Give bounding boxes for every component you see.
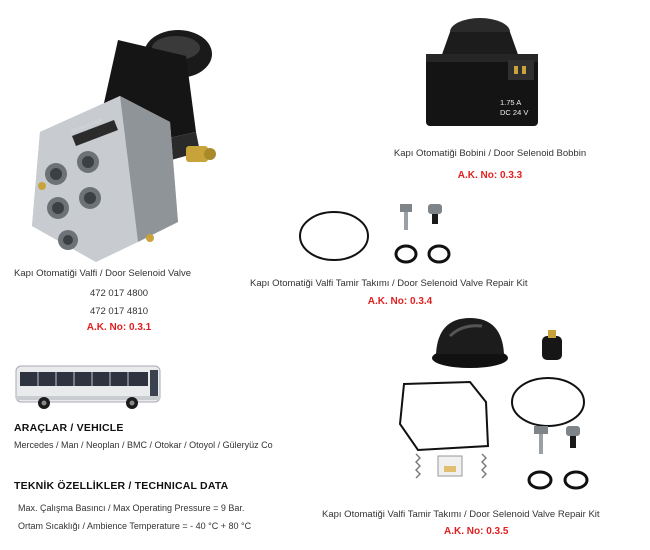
valve-code: A.K. No: 0.3.1	[86, 322, 152, 333]
repair-kit-small-image	[296, 198, 476, 270]
vehicle-heading: ARAÇLAR / VEHICLE	[14, 422, 124, 434]
technical-heading: TEKNİK ÖZELLİKLER / TECHNICAL DATA	[14, 480, 229, 492]
technical-temperature: Ortam Sıcaklığı / Ambience Temperature =…	[18, 521, 252, 531]
bobbin-caption: Kapı Otomatiği Bobini / Door Selenoid Bo…	[393, 148, 587, 159]
bobbin-label-current: 1.75 A	[500, 98, 522, 107]
repair-kit-large-image	[390, 314, 606, 496]
repair-kit-large-caption: Kapı Otomatiği Valfi Tamir Takımı / Door…	[322, 509, 600, 520]
bobbin-code: A.K. No: 0.3.3	[457, 170, 523, 181]
bus-image	[14, 362, 164, 410]
valve-caption: Kapı Otomatiği Valfi / Door Selenoid Val…	[14, 268, 192, 279]
repair-kit-large-code: A.K. No: 0.3.5	[444, 526, 509, 537]
valve-part-number-2: 472 017 4810	[89, 306, 149, 317]
valve-image: SELAMLAŞ KALIP	[10, 12, 220, 262]
repair-kit-small-code: A.K. No: 0.3.4	[367, 296, 433, 307]
repair-kit-small-caption: Kapı Otomatiği Valfi Tamir Takımı / Door…	[250, 278, 528, 289]
bobbin-image: 1.75 A DC 24 V	[420, 10, 550, 130]
technical-pressure: Max. Çalışma Basıncı / Max Operating Pre…	[18, 503, 245, 513]
vehicle-list: Mercedes / Man / Neoplan / BMC / Otokar …	[14, 440, 273, 450]
bobbin-label-voltage: DC 24 V	[500, 108, 529, 117]
valve-part-number-1: 472 017 4800	[89, 288, 149, 299]
